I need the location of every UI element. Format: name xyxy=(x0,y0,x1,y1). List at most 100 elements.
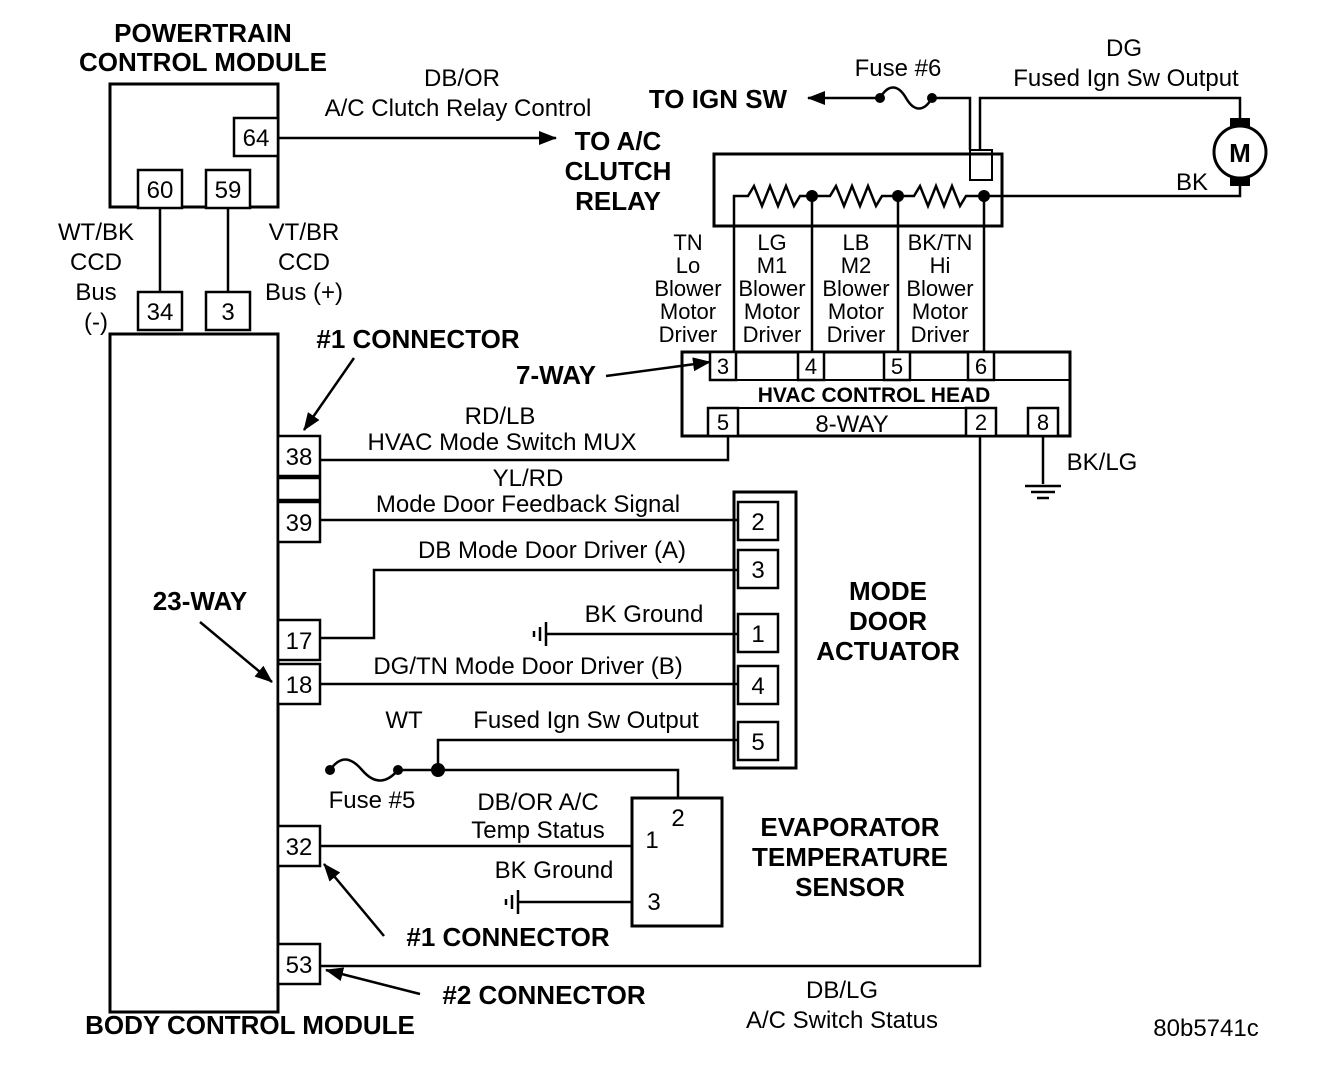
fuse-symbol xyxy=(878,86,934,110)
callout-arrow xyxy=(199,621,273,683)
text-line: CCD xyxy=(70,249,122,276)
pin-label: 17 xyxy=(286,628,313,655)
text-line: Blower xyxy=(738,276,805,301)
text-line: Bus (+) xyxy=(265,279,343,306)
text-line: EVAPORATOR xyxy=(760,812,939,842)
wire-color-label: DB/OR xyxy=(424,65,500,92)
resistor-box xyxy=(712,152,1004,228)
pin-label: 1 xyxy=(645,827,658,854)
pin-label: 60 xyxy=(147,177,174,204)
text-line: Driver xyxy=(911,322,970,347)
text-line: Blower xyxy=(906,276,973,301)
pin-box xyxy=(204,168,252,210)
connector-callouts: #1 CONNECTOR 23-WAY #1 CONNECTOR #2 CONN… xyxy=(153,324,711,1010)
pin-box xyxy=(708,350,738,382)
fuse-6-label: Fuse #6 xyxy=(855,55,942,82)
feedback-function-label: Mode Door Feedback Signal xyxy=(376,491,680,518)
hvac-head-box xyxy=(680,350,1072,438)
pin-label: 59 xyxy=(215,177,242,204)
text-line: POWERTRAIN xyxy=(114,18,292,48)
text-line: CCD xyxy=(278,249,330,276)
resistor-zigzag xyxy=(898,182,984,210)
fuse-symbol xyxy=(328,758,399,782)
fuse-5-label: Fuse #5 xyxy=(329,787,416,814)
pin-box xyxy=(964,406,998,438)
pin-label: 4 xyxy=(805,354,817,379)
wt-label: WT xyxy=(385,707,423,734)
wire-line xyxy=(932,96,972,150)
text-line: ACTUATOR xyxy=(816,636,960,666)
wire-function-label: A/C Clutch Relay Control xyxy=(325,95,592,122)
text-line: M1 xyxy=(757,253,788,278)
pin-label: 6 xyxy=(975,354,987,379)
actuator-box xyxy=(732,490,798,770)
bcm-title: BODY CONTROL MODULE xyxy=(85,1010,415,1040)
bcm-block: BODY CONTROL MODULE 34 3 38 39 17 18 32 … xyxy=(85,290,415,1040)
pin-box xyxy=(276,942,322,986)
text-line: Driver xyxy=(827,322,886,347)
text-line: DB/OR A/C xyxy=(477,789,598,816)
pin-label: 34 xyxy=(147,299,174,326)
motor-brush xyxy=(1230,176,1250,186)
blower-resistor-block: TO IGN SW Fuse #6 DG Fused Ign Sw Output… xyxy=(649,35,1268,352)
mux-function-label: HVAC Mode Switch MUX xyxy=(368,429,637,456)
mux-color-label: RD/LB xyxy=(465,403,536,430)
text-line: TEMPERATURE xyxy=(752,842,948,872)
bk-lg-label: BK/LG xyxy=(1067,449,1138,476)
dg-function-label: Fused Ign Sw Output xyxy=(1013,65,1239,92)
pin-label: 3 xyxy=(751,557,764,584)
motor-label: M xyxy=(1229,138,1251,168)
pin-label: 2 xyxy=(751,509,764,536)
wire-line xyxy=(320,568,738,640)
pin-label: 5 xyxy=(717,410,729,435)
pin-label: 18 xyxy=(286,672,313,699)
pin-label: 5 xyxy=(751,729,764,756)
text-line: SENSOR xyxy=(795,872,905,902)
pin-label: 3 xyxy=(647,889,660,916)
pin-box xyxy=(276,618,322,662)
text-line: Blower xyxy=(822,276,889,301)
hvac-head-title: HVAC CONTROL HEAD xyxy=(758,384,991,407)
pin-label: 32 xyxy=(286,834,313,861)
callout-arrow xyxy=(325,967,421,996)
text-line: M2 xyxy=(841,253,872,278)
text-line: LG xyxy=(757,230,786,255)
driver-b-label: DG/TN Mode Door Driver (B) xyxy=(373,653,682,680)
wire-line xyxy=(978,96,1242,150)
text-line: Motor xyxy=(660,299,716,324)
bk-ground-label: BK Ground xyxy=(585,601,704,628)
connector-1-bottom-label: #1 CONNECTOR xyxy=(406,922,609,952)
text-line: Motor xyxy=(912,299,968,324)
connector-2-label: #2 CONNECTOR xyxy=(442,980,645,1010)
callout-arrow xyxy=(323,863,385,937)
pin-label: 4 xyxy=(751,673,764,700)
text-line: Bus xyxy=(75,279,116,306)
callout-arrow xyxy=(302,357,356,431)
text-line: LB xyxy=(843,230,870,255)
8-way-label: 8-WAY xyxy=(815,411,888,438)
pin-label: 38 xyxy=(286,444,313,471)
pin-label: 2 xyxy=(975,410,987,435)
driver-a-label: DB Mode Door Driver (A) xyxy=(418,537,686,564)
text-line: CLUTCH xyxy=(565,156,672,186)
bcm-box xyxy=(108,332,280,1014)
7-way-label: 7-WAY xyxy=(516,360,596,390)
connector-1-top-label: #1 CONNECTOR xyxy=(316,324,519,354)
figure-id: 80b5741c xyxy=(1153,1015,1258,1042)
resistor-zigzag xyxy=(732,182,812,226)
motor-brush xyxy=(1230,118,1250,128)
pin-box xyxy=(232,116,280,158)
